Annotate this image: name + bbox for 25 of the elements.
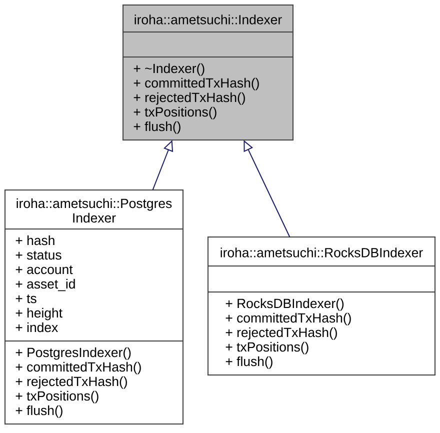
method-name: + committedTxHash() [16,362,141,374]
attribute-name: + index [16,322,58,332]
class-name: iroha::ametsuchi::Indexer [134,14,282,24]
class-name: iroha::ametsuchi::RocksDBIndexer [220,248,423,258]
method-name: + rejectedTxHash() [226,327,337,340]
method-name: + rejectedTxHash() [134,92,245,105]
method-name: + PostgresIndexer() [16,347,131,360]
method-name: + flush() [226,356,272,369]
method-name: + rejectedTxHash() [16,376,127,389]
attribute-name: + ts [16,294,36,304]
method-name: + ~Indexer() [134,63,204,76]
attribute-name: + account [16,265,73,274]
method-name: + flush() [134,121,180,134]
method-name: + txPositions() [16,390,98,404]
attribute-name: + hash [16,235,54,246]
attribute-name: + status [16,250,62,260]
attribute-name: + asset_id [16,278,75,292]
method-name: + flush() [16,405,62,418]
method-name: + txPositions() [134,106,216,120]
attribute-name: + height [16,308,62,320]
method-name: + committedTxHash() [226,312,351,326]
method-name: + committedTxHash() [134,78,259,90]
class-name: iroha::ametsuchi::Postgres Indexer [16,198,172,223]
method-name: + txPositions() [226,342,308,354]
method-name: + RocksDBIndexer() [226,298,344,311]
